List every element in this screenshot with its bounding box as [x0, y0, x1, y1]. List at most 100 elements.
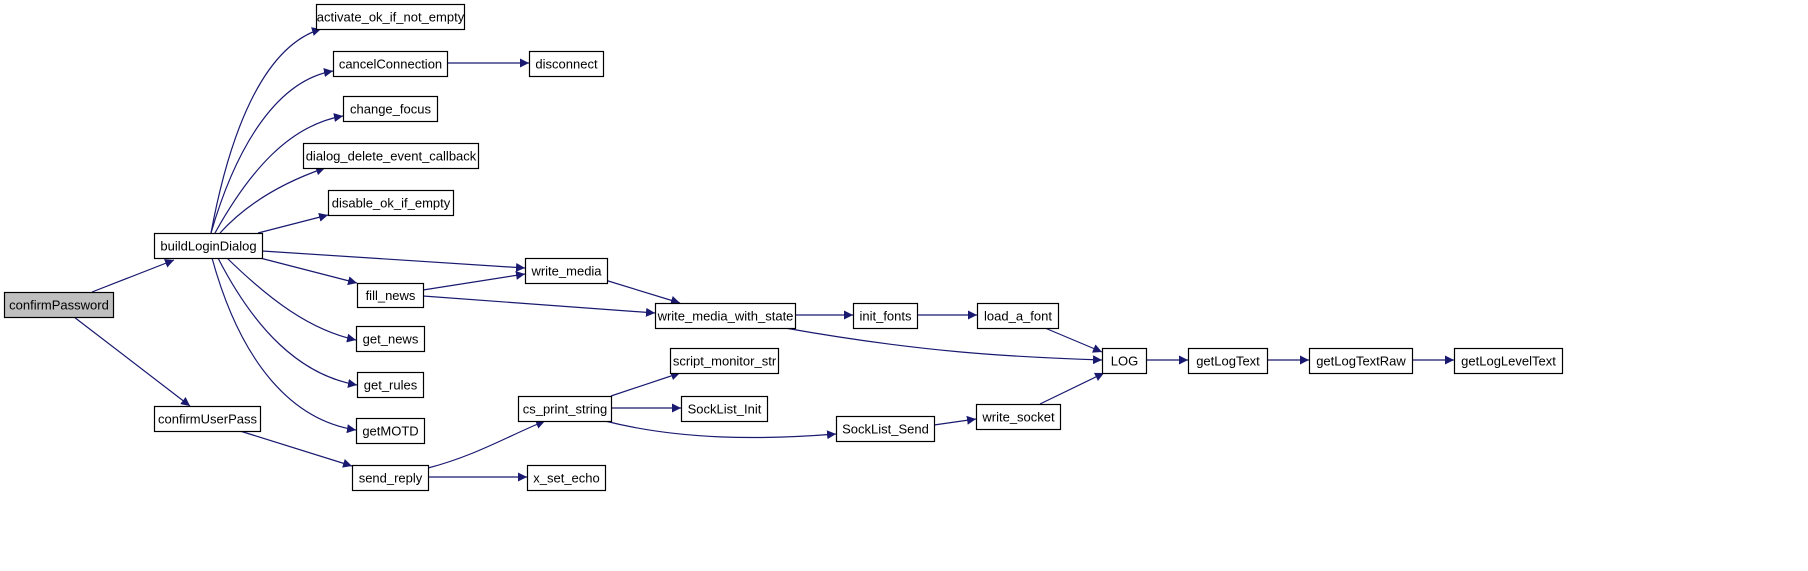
node-box [654, 302, 797, 330]
node-label: get_news [363, 332, 419, 347]
node-label: write_media_with_state [657, 309, 794, 324]
node-box [669, 347, 780, 375]
edge-confirmUserPass-to-send_reply [239, 430, 353, 468]
node-label: cancelConnection [339, 57, 442, 72]
node-confirmUserPass[interactable]: confirmUserPass [153, 405, 262, 433]
edge-confirmPassword-to-buildLoginDialog [91, 259, 175, 293]
node-activate_ok_if_not_empty[interactable]: activate_ok_if_not_empty [315, 3, 466, 31]
node-label: fill_news [366, 288, 416, 303]
node-label: get_rules [364, 378, 418, 393]
node-write_media_with_state[interactable]: write_media_with_state [654, 302, 797, 330]
node-getLogText[interactable]: getLogText [1187, 347, 1269, 375]
node-getLogTextRaw[interactable]: getLogTextRaw [1308, 347, 1414, 375]
edge-send_reply-to-cs_print_string [427, 420, 546, 469]
node-load_a_font[interactable]: load_a_font [976, 302, 1060, 330]
node-write_socket[interactable]: write_socket [975, 403, 1062, 431]
node-label: SockList_Send [842, 422, 929, 437]
node-change_focus[interactable]: change_focus [342, 95, 439, 123]
node-box [153, 405, 262, 433]
node-box [524, 257, 609, 285]
node-box [1187, 347, 1269, 375]
node-box [680, 395, 769, 423]
edge-cs_print_string-to-SockList_Send [604, 420, 837, 440]
node-box [355, 417, 426, 445]
node-cs_print_string[interactable]: cs_print_string [517, 395, 613, 423]
node-disconnect[interactable]: disconnect [528, 50, 605, 78]
node-box [355, 325, 426, 353]
node-fill_news[interactable]: fill_news [356, 282, 425, 309]
edge-buildLoginDialog-to-write_media [261, 250, 526, 272]
node-box [835, 415, 936, 443]
node-getLogLevelText[interactable]: getLogLevelText [1453, 347, 1564, 375]
edge-buildLoginDialog-to-get_news [226, 257, 357, 343]
edge-write_media_with_state-to-LOG [784, 327, 1103, 365]
edge-buildLoginDialog-to-getMOTD [211, 257, 357, 434]
edge-fill_news-to-write_media_with_state [422, 295, 656, 317]
node-script_monitor_str[interactable]: script_monitor_str [669, 347, 780, 375]
node-label: confirmUserPass [158, 412, 257, 427]
node-dialog_delete_event_callback[interactable]: dialog_delete_event_callback [302, 142, 480, 170]
node-label: getLogTextRaw [1316, 354, 1406, 369]
edge-confirmPassword-to-confirmUserPass [73, 316, 191, 407]
node-label: send_reply [359, 471, 423, 486]
node-label: getLogLevelText [1461, 354, 1556, 369]
node-box [332, 50, 449, 78]
edge-write_socket-to-LOG [1039, 372, 1105, 405]
edge-buildLoginDialog-to-change_focus [214, 113, 344, 234]
node-box [327, 189, 455, 217]
edges-layer [73, 27, 1454, 482]
node-label: script_monitor_str [673, 354, 777, 369]
node-box [852, 302, 919, 330]
node-label: dialog_delete_event_callback [306, 149, 477, 164]
node-box [976, 302, 1060, 330]
node-send_reply[interactable]: send_reply [351, 464, 430, 492]
node-box [315, 3, 466, 31]
node-confirmPassword[interactable]: confirmPassword [3, 291, 115, 319]
node-SockList_Send[interactable]: SockList_Send [835, 415, 936, 443]
node-box [351, 464, 430, 492]
node-LOG[interactable]: LOG [1101, 347, 1148, 375]
node-init_fonts[interactable]: init_fonts [852, 302, 919, 330]
node-SockList_Init[interactable]: SockList_Init [680, 395, 769, 423]
node-label: getLogText [1196, 354, 1260, 369]
node-label: load_a_font [984, 309, 1052, 324]
node-box [302, 142, 480, 170]
node-box [1101, 347, 1148, 375]
node-box [153, 232, 264, 260]
node-getMOTD[interactable]: getMOTD [355, 417, 426, 445]
node-box [526, 464, 607, 492]
edge-buildLoginDialog-to-cancelConnection [210, 68, 334, 234]
edge-buildLoginDialog-to-get_rules [217, 257, 358, 388]
node-get_news[interactable]: get_news [355, 325, 426, 353]
node-box [1308, 347, 1414, 375]
node-buildLoginDialog[interactable]: buildLoginDialog [153, 232, 264, 260]
edge-load_a_font-to-LOG [1044, 327, 1103, 353]
edge-cs_print_string-to-script_monitor_str [610, 371, 681, 397]
edge-buildLoginDialog-to-fill_news [259, 257, 358, 286]
node-write_media[interactable]: write_media [524, 257, 609, 285]
node-x_set_echo[interactable]: x_set_echo [526, 464, 607, 492]
node-label: cs_print_string [523, 402, 608, 417]
node-cancelConnection[interactable]: cancelConnection [332, 50, 449, 78]
node-disable_ok_if_empty[interactable]: disable_ok_if_empty [327, 189, 455, 217]
node-label: activate_ok_if_not_empty [317, 10, 465, 25]
node-get_rules[interactable]: get_rules [356, 371, 425, 399]
edge-SockList_Send-to-write_socket [933, 415, 977, 426]
node-label: SockList_Init [688, 402, 762, 417]
node-label: x_set_echo [533, 471, 600, 486]
node-label: buildLoginDialog [160, 239, 256, 254]
node-box [356, 282, 425, 309]
edge-buildLoginDialog-to-dialog_delete_event_callback [219, 166, 326, 234]
node-label: disconnect [535, 57, 598, 72]
node-box [975, 403, 1062, 431]
node-label: init_fonts [859, 309, 912, 324]
node-label: disable_ok_if_empty [332, 196, 451, 211]
node-label: write_socket [981, 410, 1055, 425]
nodes-layer: confirmPassword buildLoginDialog confirmUs… [3, 3, 1564, 492]
node-box [342, 95, 439, 123]
node-box [356, 371, 425, 399]
node-label: change_focus [350, 102, 431, 117]
node-box [517, 395, 613, 423]
node-box [3, 291, 115, 319]
node-box [528, 50, 605, 78]
